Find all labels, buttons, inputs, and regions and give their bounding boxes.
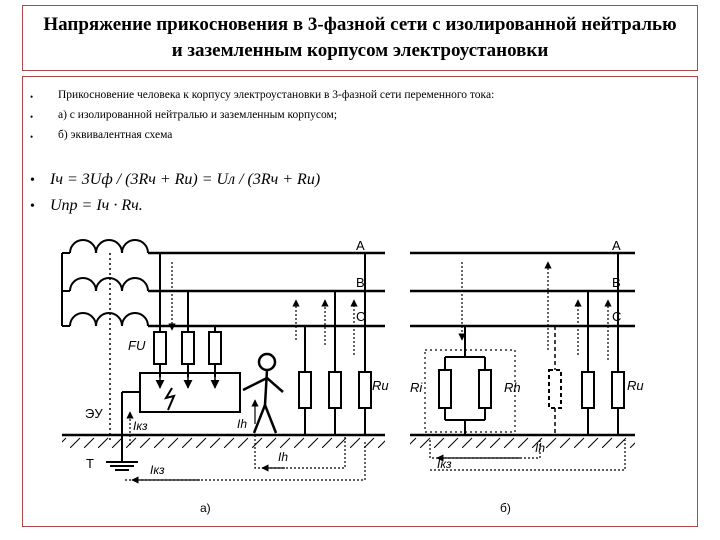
insulation-resistance-label: Ri — [410, 380, 423, 395]
insulation-label: Ru — [627, 378, 644, 393]
insulation-label: Ru — [372, 378, 389, 393]
short-current-label: Iкз — [133, 419, 148, 433]
ground-device-label: ЭУ — [85, 406, 103, 421]
formula-voltage: Uпр = Iч · Rч. — [50, 197, 143, 214]
phase-label-a: A — [612, 238, 621, 253]
person-figure — [242, 352, 284, 434]
bullet-dot: • — [30, 132, 34, 142]
insulation-arrows — [168, 262, 358, 355]
fuse-label: FU — [128, 338, 146, 353]
dashed-resistor — [548, 326, 562, 435]
phase-label-b: B — [356, 275, 365, 290]
bullet-text-3: б) эквивалентная схема — [58, 129, 173, 141]
ground-symbol-label: T — [86, 456, 94, 471]
title-box: Напряжение прикосновения в 3-фазной сети… — [22, 5, 698, 71]
human-current-label: Ih — [237, 417, 247, 431]
content-frame — [22, 76, 698, 527]
return-current-paths — [125, 435, 366, 481]
insulation-resistors — [581, 253, 625, 435]
diagram-b: A B C Ri Rh — [410, 238, 644, 515]
ground-hatch — [62, 436, 385, 448]
title-line-2: и заземленным корпусом электроустановки — [171, 40, 549, 61]
human-resistance-label: Rh — [504, 380, 521, 395]
fuse-arrows — [155, 377, 220, 411]
phase-label-a: A — [356, 238, 365, 253]
bullet-dot: • — [30, 92, 34, 102]
bullet-dot: • — [30, 173, 35, 188]
diagram-a: A B C FU ЭУ Iк — [61, 238, 389, 515]
bullet-text-1: Прикосновение человека к корпусу электро… — [58, 89, 495, 101]
phase-lines — [148, 251, 385, 328]
short-current-label: Iкз — [437, 457, 452, 471]
phase-label-c: C — [612, 309, 621, 324]
insulation-arrows — [458, 261, 612, 360]
human-current-label: Ih — [535, 441, 545, 455]
bullet-dot: • — [30, 112, 34, 122]
short-current-label-ground: Iкз — [150, 463, 165, 477]
title-line-1: Напряжение прикосновения в 3-фазной сети… — [43, 14, 677, 35]
insulation-resistors — [298, 253, 372, 435]
caption-b: б) — [500, 501, 511, 515]
phase-label-c: C — [356, 309, 365, 324]
formula-current: Iч = 3Uф / (3Rч + Rи) = Uл / (3Rч + Rи) — [50, 171, 321, 188]
phase-label-b: B — [612, 275, 621, 290]
fuses — [153, 253, 222, 377]
ground-hatch — [410, 436, 635, 448]
phase-lines — [410, 251, 635, 328]
transformer-windings — [61, 239, 149, 327]
caption-a: а) — [200, 501, 211, 515]
equivalent-box — [424, 349, 516, 433]
bullet-text-2: а) с изолированной нейтралью и заземленн… — [58, 109, 338, 121]
equivalent-resistors — [438, 326, 492, 435]
bullet-dot: • — [30, 199, 35, 214]
equipment-housing — [139, 372, 241, 413]
human-current-label-ground: Ih — [278, 450, 288, 464]
ground-symbol — [106, 455, 138, 471]
